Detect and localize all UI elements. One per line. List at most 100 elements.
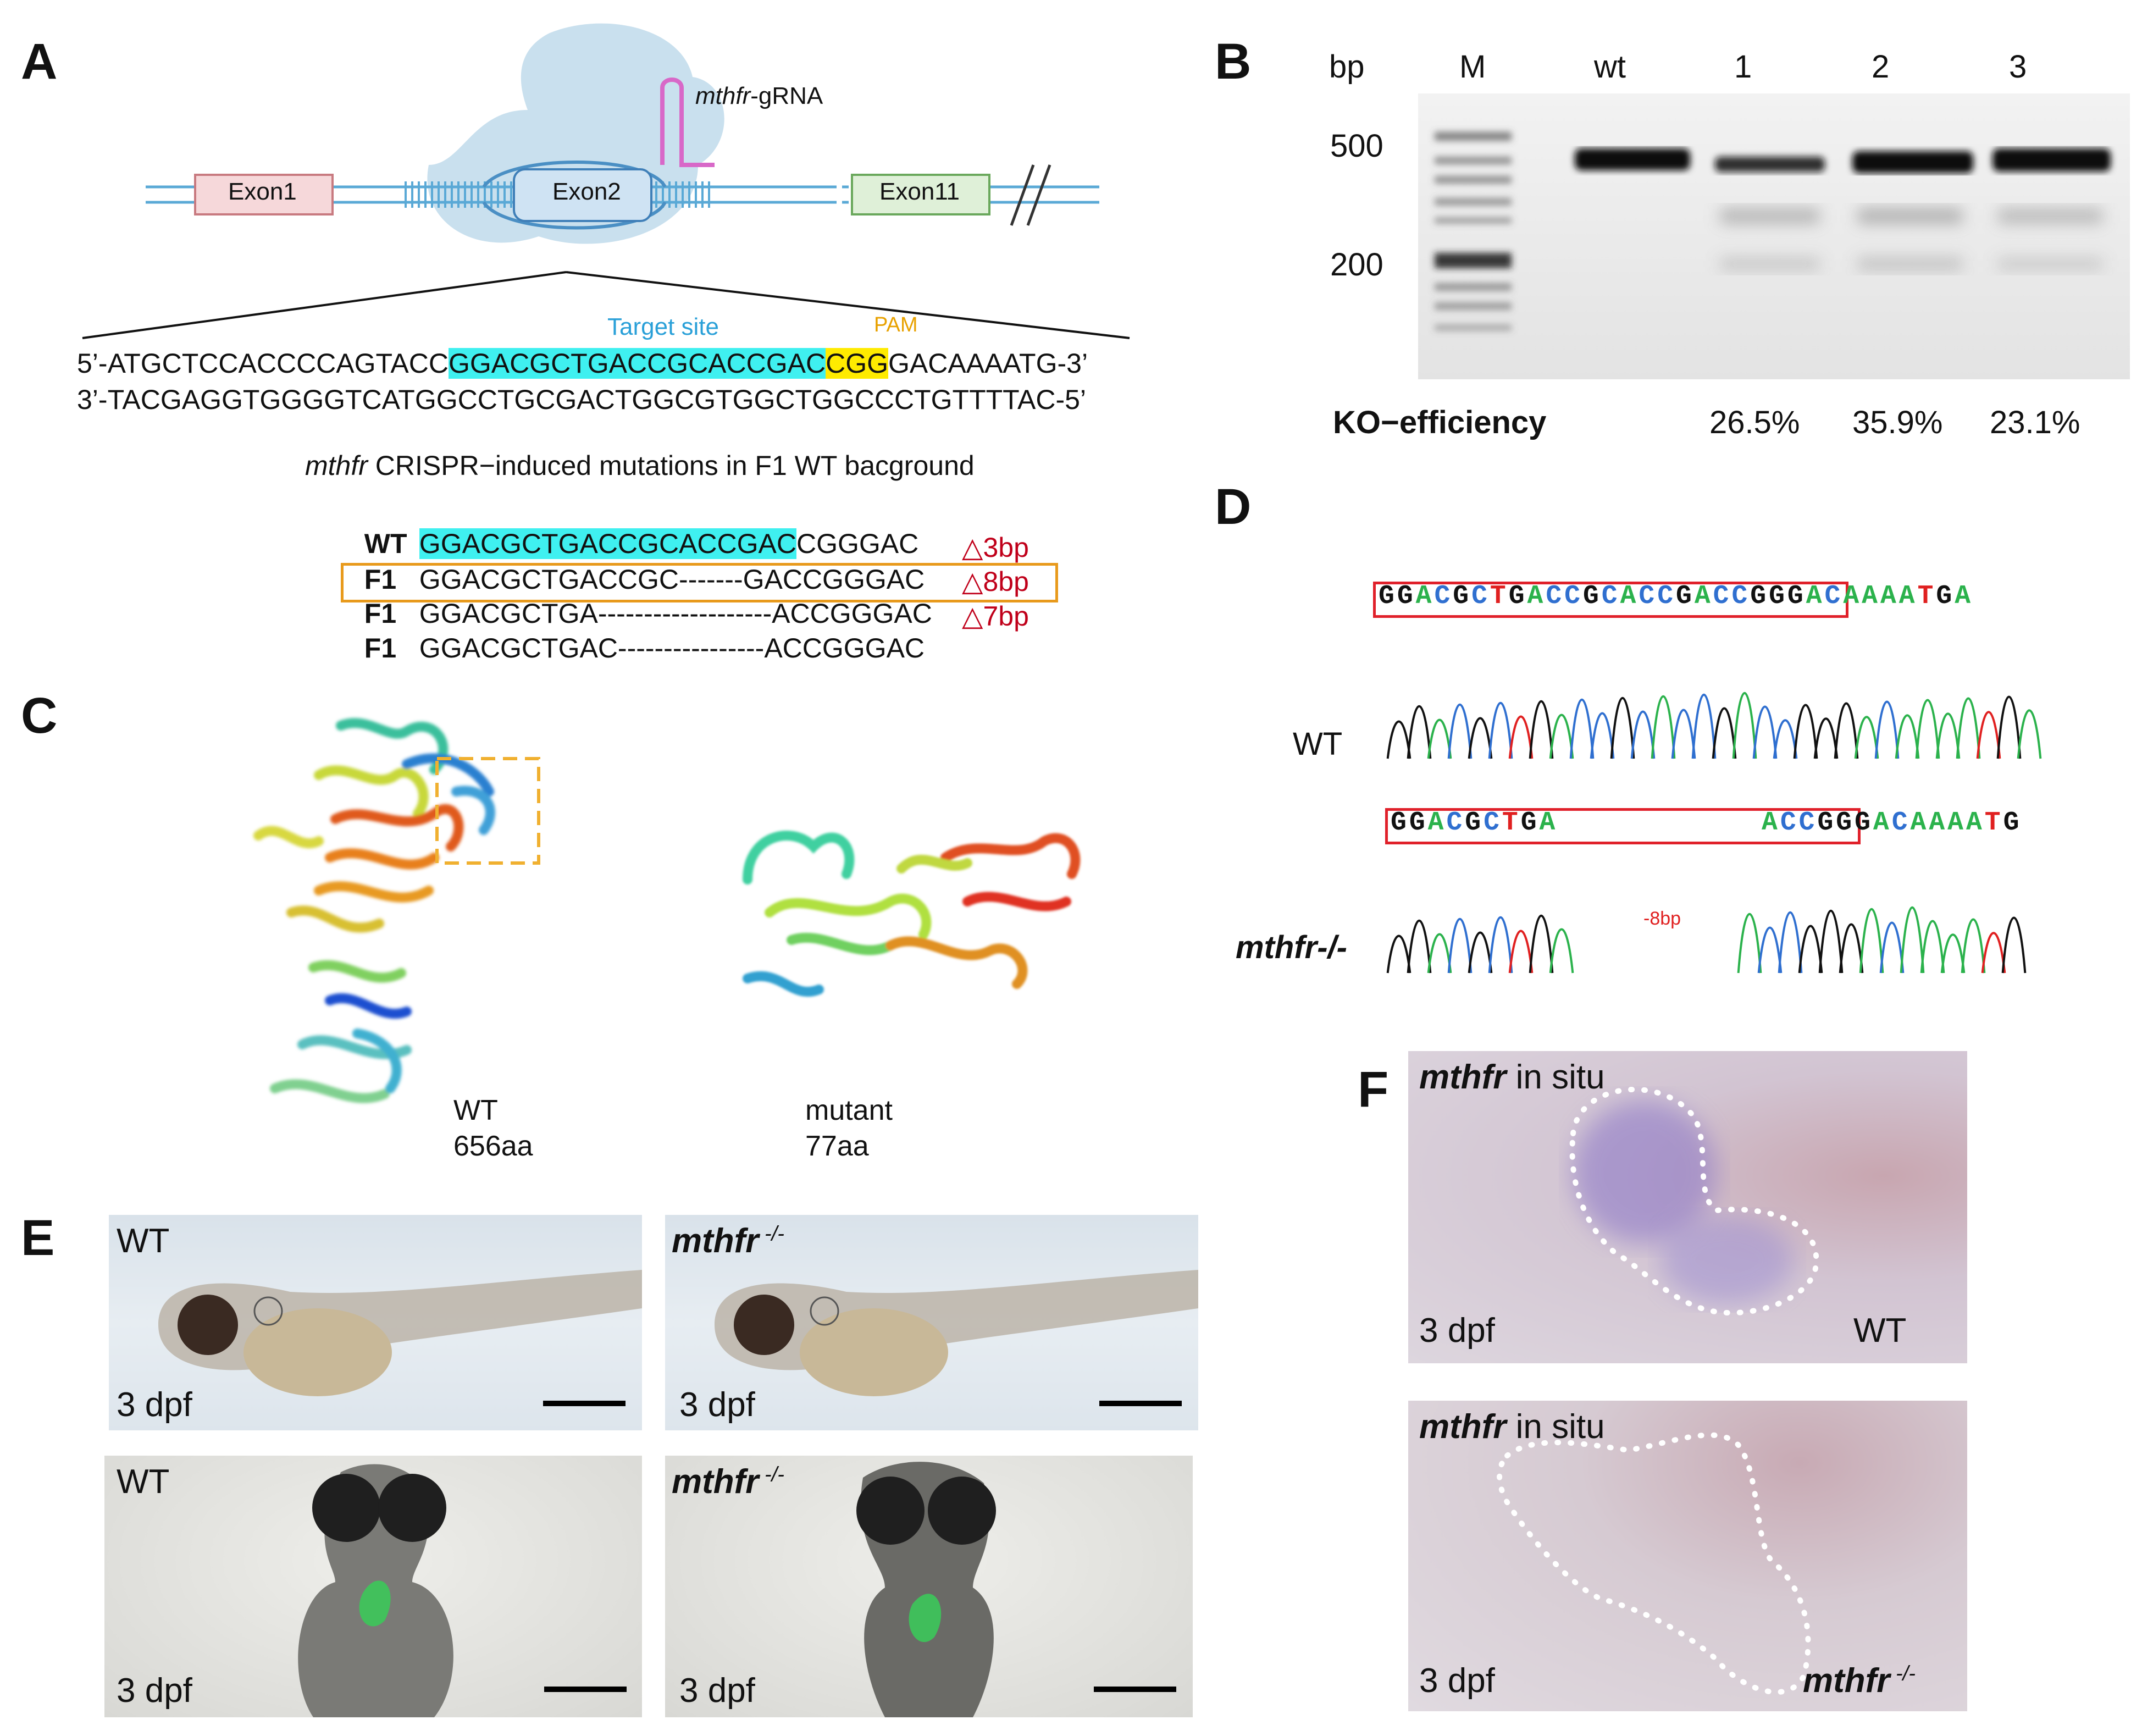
base-letter: A [1539, 808, 1558, 838]
base-letter: C [1657, 582, 1676, 611]
seq-box-mutant [1385, 808, 1861, 844]
chromatogram-peak [1508, 715, 1534, 759]
fish-wt-lateral-dpf: 3 dpf [117, 1386, 192, 1424]
chromatogram-peak [1386, 720, 1412, 759]
gel-lane-3: 3 [2009, 49, 2027, 85]
chromatogram-peak [1879, 921, 1905, 974]
base-letter: A [1898, 582, 1918, 611]
fish-wt-dorsal-label: WT [117, 1463, 170, 1501]
base-letter: C [1713, 582, 1732, 611]
base-letter: A [1427, 808, 1447, 838]
base-letter: G [2003, 808, 2022, 838]
chromatogram-peak [1981, 932, 2006, 974]
base-letter: A [1527, 582, 1546, 611]
chromatogram-mutant-label: mthfr-/- [1236, 930, 1347, 965]
gel-marker-500: 500 [1330, 128, 1383, 164]
protein-mutant-length: 77aa [805, 1130, 869, 1162]
panel-label-d: D [1215, 479, 1252, 535]
gel-bp-label: bp [1329, 49, 1365, 85]
base-letter: A [1910, 808, 1929, 838]
mut-gene: mthfr [1803, 1662, 1890, 1700]
row-label: F1 [364, 598, 397, 629]
base-letter: G [1582, 582, 1602, 611]
chromatogram-peak [1590, 712, 1615, 759]
chromatogram-peak [1752, 705, 1778, 759]
target-seq-bottom: 3’-TACGAGGTGGGGTCATGGCCTGCGACTGGCGTGGCTG… [77, 384, 1087, 415]
scale-bar [1099, 1401, 1182, 1406]
chromatogram-peak [1915, 699, 1940, 759]
seq-box-wt [1373, 582, 1848, 618]
chromatogram-peak [1839, 923, 1864, 974]
chromatogram-peak [1961, 918, 1986, 974]
base-letter: G [1787, 582, 1806, 611]
base-letter: C [1780, 808, 1799, 838]
base-letter: C [1546, 582, 1565, 611]
mut-title-gene: mthfr [305, 450, 368, 481]
fish-mut-dorsal-label: mthfr -/- [672, 1462, 784, 1501]
base-letter: C [1798, 808, 1818, 838]
chromatogram-peak [2001, 916, 2027, 974]
panel-label-e: E [21, 1210, 55, 1266]
row-label: F1 [364, 633, 397, 664]
chromatogram-peak [1778, 911, 1803, 974]
in-situ-wt-drawing [1569, 1086, 1819, 1316]
base-letter: G [1750, 582, 1769, 611]
chromatogram-peak [1447, 918, 1473, 974]
chromatogram-peak [1407, 920, 1432, 974]
chromatogram-peak [1549, 714, 1574, 759]
ko-value-1: 26.5% [1709, 405, 1800, 440]
fish-wt-dorsal-drawing [298, 1464, 453, 1717]
chromatogram-peak [1427, 933, 1452, 974]
fish-wt-dorsal [104, 1456, 642, 1717]
base-letter: C [1891, 808, 1911, 838]
gel-lane-1: 1 [1734, 49, 1752, 85]
base-letter: G [1391, 808, 1409, 838]
chromatogram-peak [1935, 712, 1961, 759]
protein-mutant-label: mutant [805, 1094, 893, 1126]
base-letter: G [1836, 808, 1855, 838]
mut-title-rest: CRISPR−induced mutations in F1 WT bacgro… [367, 450, 975, 481]
exon1-label: Exon1 [228, 178, 297, 205]
panel-label-a: A [21, 34, 58, 90]
in-situ-wt-title: mthfr in situ [1419, 1058, 1605, 1097]
chromatogram-peak [1818, 909, 1844, 974]
base-letter: T [1502, 808, 1521, 838]
mutations-title: mthfr CRISPR−induced mutations in F1 WT … [305, 450, 975, 482]
base-letter: G [1409, 808, 1428, 838]
target-site-label: Target site [607, 313, 719, 340]
base-letter: T [1984, 808, 2003, 838]
chromatogram-peak [1940, 933, 1966, 974]
gel-image [1418, 93, 2130, 379]
mutation-del-8bp: △8bp [962, 566, 1029, 597]
in-situ-wt [1408, 1051, 1967, 1363]
row-seq: GGACGCTGAC----------------ACCGGGAC [419, 633, 925, 664]
chromatogram-peak [1488, 701, 1513, 759]
exon2-label: Exon2 [552, 178, 621, 205]
mutation-row-f1-8bp: F1 GGACGCTGA-------------------ACCGGGAC [349, 566, 932, 629]
chromatogram-peak [1895, 714, 1920, 759]
ko-value-2: 35.9% [1852, 405, 1943, 440]
row-seq: CGGGAC [796, 528, 919, 559]
base-letter: C [1564, 582, 1583, 611]
chromatogram-peak [1447, 704, 1473, 759]
fish-wt-lateral-label: WT [117, 1222, 170, 1260]
base-letter: G [1379, 582, 1397, 611]
chromatogram-peak [1691, 694, 1717, 759]
base-letter: A [1762, 808, 1780, 838]
chromatogram-peak [2017, 709, 2042, 759]
chromatogram-peak [1793, 704, 1818, 759]
mutation-del-7bp: △7bp [962, 601, 1029, 632]
chromatogram-peak [1610, 696, 1635, 759]
scale-bar [544, 1687, 627, 1692]
chromatogram-peak [1813, 717, 1839, 759]
chromatogram-peak [1427, 718, 1452, 759]
row-seq: GGACGCTGA-------------------ACCGGGAC [419, 598, 932, 629]
grna-label: mthfr-gRNA [695, 82, 823, 110]
target-seq-top: 5’-ATGCTCCACCCCAGTACCGGACGCTGACCGCACCGAC… [77, 347, 1088, 379]
base-letter: T [1490, 582, 1509, 611]
chromatogram-peak [1996, 695, 2022, 759]
base-letter: G [1453, 582, 1472, 611]
